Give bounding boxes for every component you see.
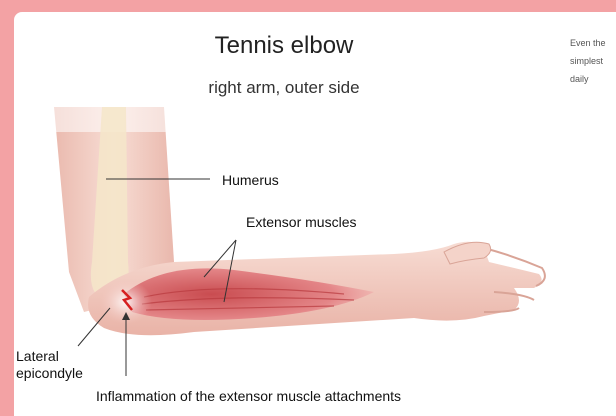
label-extensor-muscles: Extensor muscles bbox=[246, 214, 356, 230]
side-panel: Even the simplest daily bbox=[554, 12, 616, 416]
label-lateral-line1: Lateral bbox=[16, 348, 83, 365]
diagram-title: Tennis elbow bbox=[194, 32, 374, 60]
side-panel-text: Even the simplest daily bbox=[570, 34, 616, 88]
label-lateral-line2: epicondyle bbox=[16, 365, 83, 382]
label-lateral-epicondyle: Lateral epicondyle bbox=[16, 348, 83, 382]
content-card: Tennis elbow right arm, outer side Humer… bbox=[14, 12, 616, 416]
diagram-subtitle: right arm, outer side bbox=[174, 78, 394, 98]
label-inflammation: Inflammation of the extensor muscle atta… bbox=[96, 388, 401, 404]
diagram-area: Tennis elbow right arm, outer side Humer… bbox=[14, 12, 554, 416]
label-humerus: Humerus bbox=[222, 172, 279, 188]
